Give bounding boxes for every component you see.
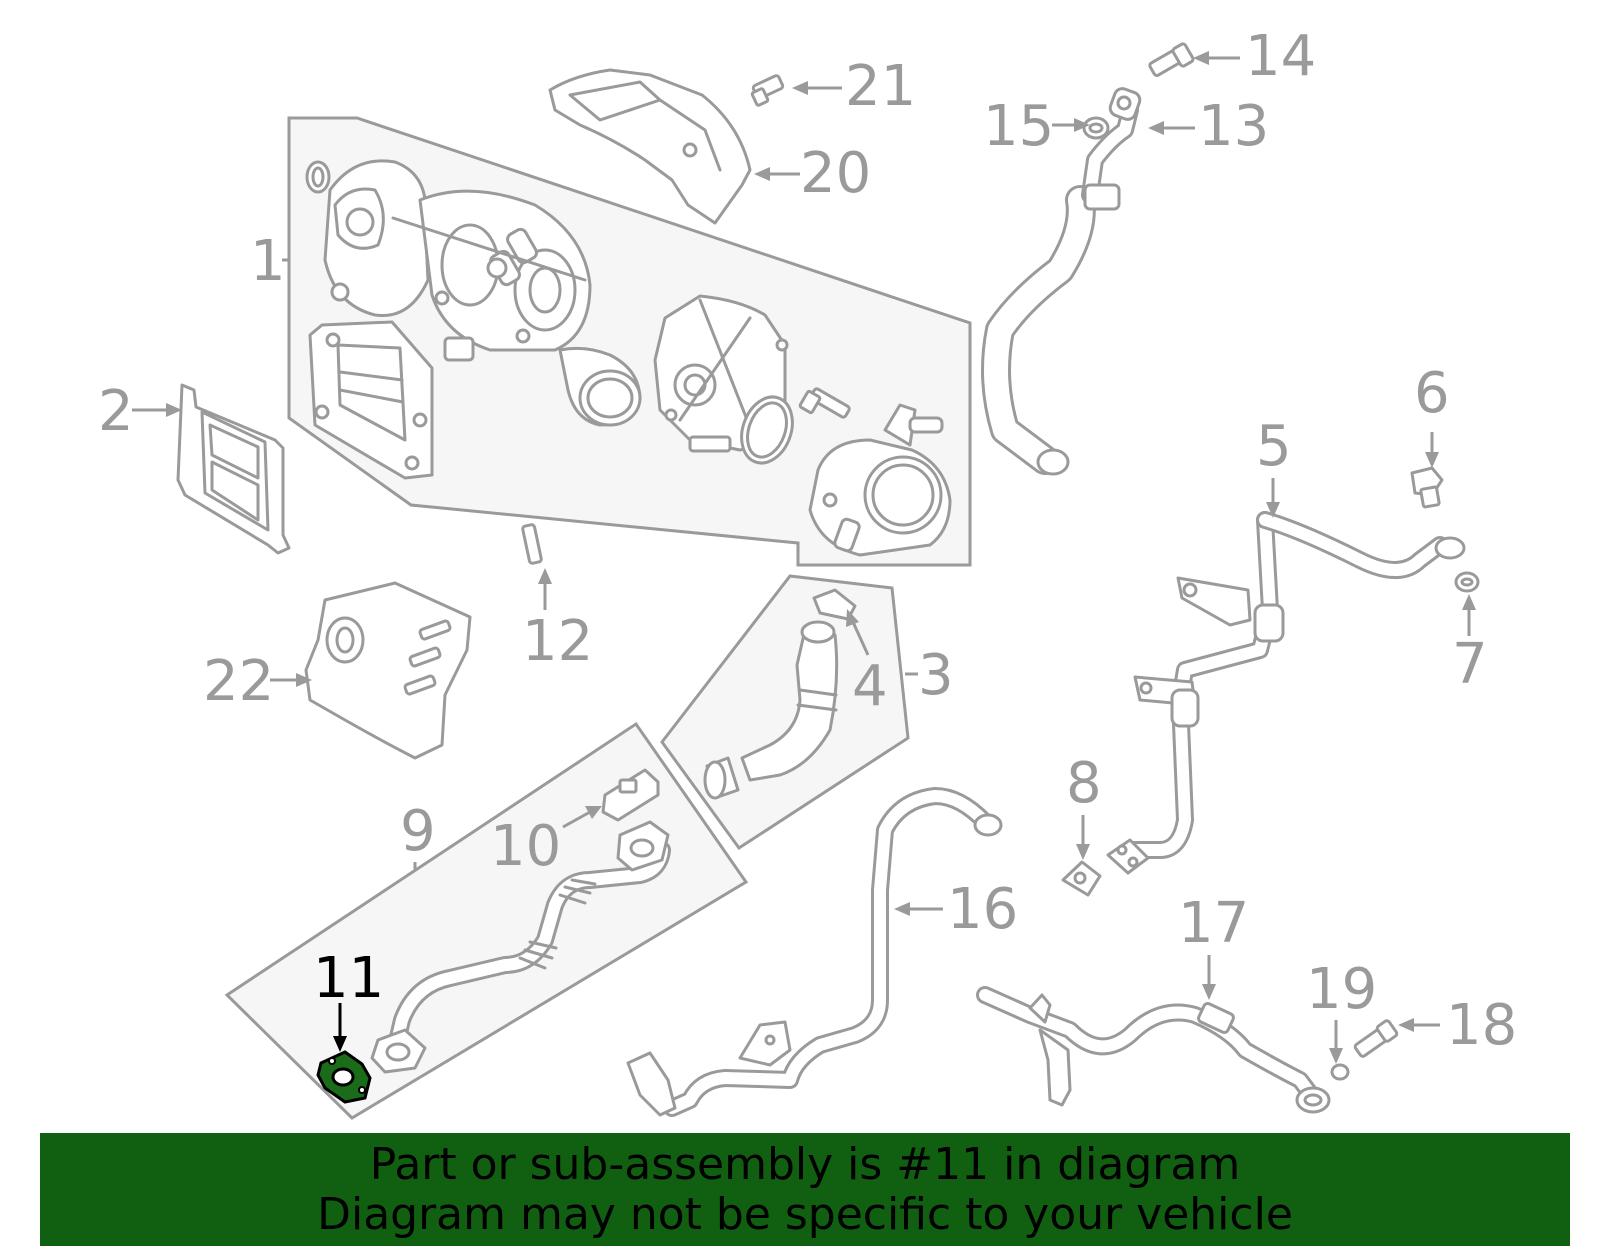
turbocharger-part[interactable] (305, 159, 952, 557)
coolant-pipe-part-16[interactable] (626, 787, 1003, 1117)
callout-12: 12 (522, 609, 593, 674)
callout-19: 19 (1306, 957, 1377, 1022)
sensor-part-4[interactable] (812, 588, 857, 621)
o-ring-part-19[interactable] (1330, 1063, 1350, 1081)
fitting-part-10[interactable] (601, 768, 660, 822)
coolant-pipe-part-17[interactable] (976, 986, 1331, 1114)
callout-22: 22 (203, 649, 274, 714)
callout-4: 4 (852, 654, 888, 719)
callout-11: 11 (313, 946, 384, 1011)
callout-10: 10 (490, 814, 561, 879)
callout-18: 18 (1446, 993, 1517, 1058)
banner-line-2: Diagram may not be specific to your vehi… (317, 1188, 1293, 1240)
callout-8: 8 (1066, 751, 1102, 816)
callout-5: 5 (1256, 414, 1292, 479)
callout-17: 17 (1178, 891, 1249, 956)
part-info-banner: Part or sub-assembly is #11 in diagram D… (40, 1133, 1570, 1246)
callout-6: 6 (1414, 361, 1450, 426)
banner-line-1: Part or sub-assembly is #11 in diagram (369, 1138, 1241, 1190)
callout-21: 21 (845, 54, 916, 119)
callout-7: 7 (1452, 632, 1488, 697)
callout-13: 13 (1198, 94, 1269, 159)
callout-9: 9 (400, 799, 436, 864)
heat-shield-part[interactable] (548, 68, 752, 225)
callout-3: 3 (918, 643, 954, 708)
callout-labels: 1 2 3 4 5 6 7 8 9 10 11 12 13 14 15 16 1… (98, 24, 1517, 1058)
leader-lines (132, 51, 1476, 1064)
callout-2: 2 (98, 379, 134, 444)
callout-14: 14 (1245, 24, 1316, 89)
bolt-part-21[interactable] (750, 74, 785, 107)
bolt-part-6[interactable] (1410, 466, 1444, 509)
heat-shield-part-22[interactable] (304, 581, 472, 760)
callout-20: 20 (800, 141, 871, 206)
gasket-part-8[interactable] (1061, 860, 1102, 897)
callout-16: 16 (947, 877, 1018, 942)
oil-return-gasket-part-11[interactable] (316, 1050, 372, 1104)
bolt-part-14[interactable] (1148, 42, 1195, 77)
intake-hose-part-3[interactable] (703, 620, 839, 800)
panel-oil-line-assembly-9 (224, 721, 749, 1120)
washer-part-15[interactable] (1082, 116, 1110, 140)
dowel-pin-part[interactable] (521, 523, 543, 565)
oil-return-line-part-9[interactable] (370, 820, 671, 1074)
gasket-part[interactable] (176, 383, 291, 555)
callout-1: 1 (250, 229, 286, 294)
coolant-hose-part-13[interactable] (981, 86, 1142, 476)
bolt-part-18[interactable] (1353, 1019, 1399, 1058)
washer-part-7[interactable] (1454, 571, 1480, 593)
oil-line-part-5[interactable] (1106, 511, 1466, 875)
callout-15: 15 (983, 94, 1054, 159)
